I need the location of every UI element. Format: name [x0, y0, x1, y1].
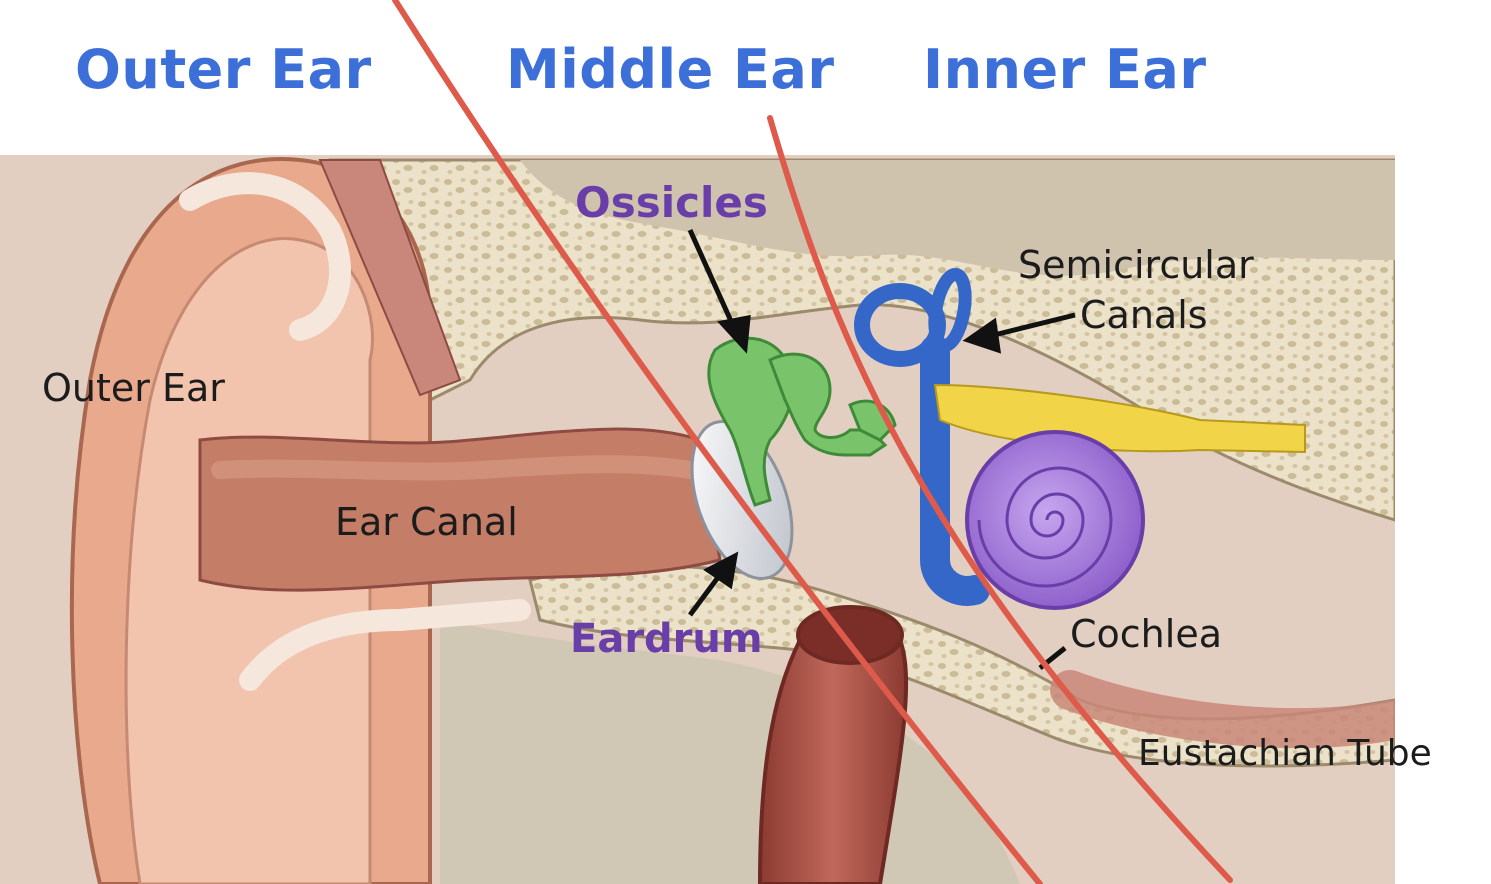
- section-title-middle-ear: Middle Ear: [506, 38, 835, 101]
- label-semicircular-canals: Semicircular Canals: [1018, 240, 1254, 340]
- label-eardrum: Eardrum: [570, 616, 763, 662]
- muscle-strip: [318, 159, 462, 397]
- pointer-arrows: [687, 228, 1076, 670]
- right-fade: [1395, 150, 1491, 884]
- eardrum-arrow: [687, 570, 725, 617]
- pinna-cartilage-bottom: [239, 599, 531, 691]
- label-semicircular-line2: Canals: [1080, 293, 1208, 337]
- label-semicircular-line1: Semicircular: [1018, 243, 1254, 287]
- section-title-outer-ear: Outer Ear: [75, 38, 372, 101]
- pinna-cartilage-top: [179, 172, 351, 341]
- label-eustachian-tube: Eustachian Tube: [1138, 733, 1432, 774]
- section-title-inner-ear: Inner Ear: [923, 38, 1207, 101]
- label-outer-ear: Outer Ear: [42, 366, 225, 410]
- label-cochlea: Cochlea: [1070, 612, 1222, 656]
- middle-inner-divider: [767, 115, 1233, 883]
- eustachian-tube-shape: [757, 605, 1415, 884]
- ossicles-arrow: [687, 228, 738, 332]
- section-dividers: [392, 0, 1233, 884]
- label-ear-canal: Ear Canal: [335, 500, 518, 544]
- outer-middle-divider: [392, 0, 1043, 884]
- semicircular-canals-shape: [854, 267, 990, 606]
- cochlea-shape: [965, 430, 1145, 610]
- middle-ear-cavity: [520, 160, 1395, 276]
- ear-canal-highlight: [211, 455, 699, 481]
- label-ossicles: Ossicles: [575, 178, 768, 227]
- semicircular-arrow: [989, 312, 1076, 339]
